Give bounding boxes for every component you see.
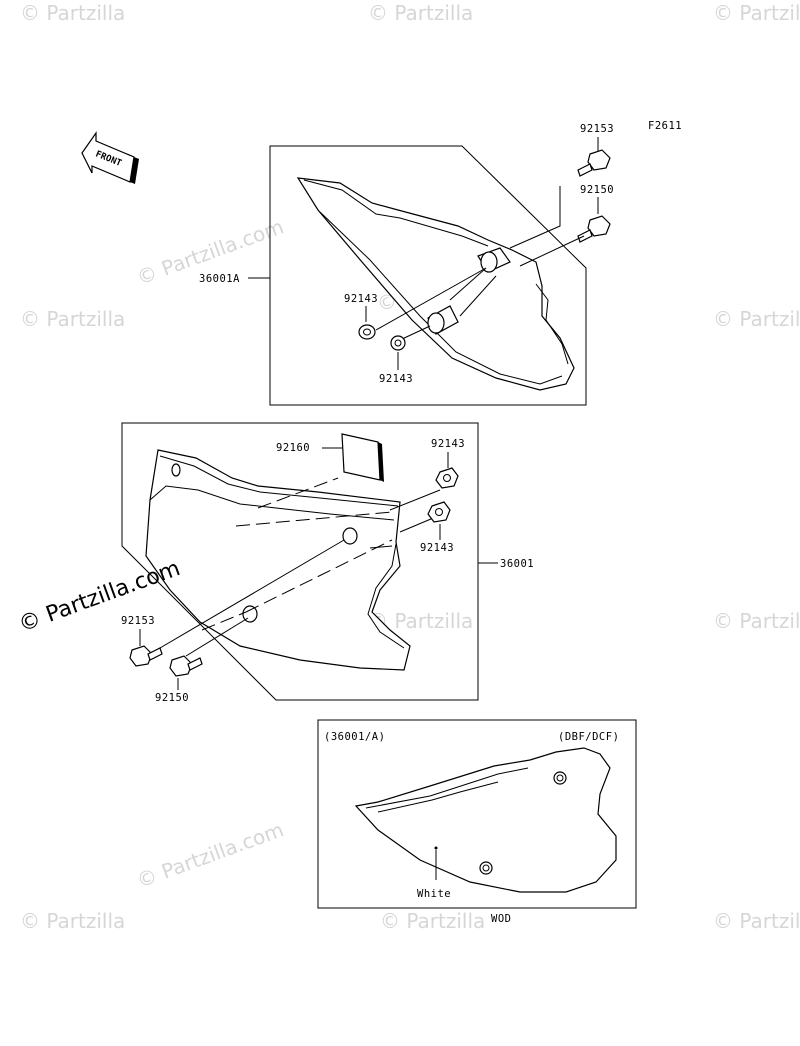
upper-assembly-frame: [269, 145, 587, 406]
upper-side-cover: [296, 177, 575, 391]
callout-lower-pad: 92160: [276, 442, 310, 454]
guide-line: [519, 235, 585, 267]
watermark: © Partzilla: [368, 1, 473, 25]
callout-lower-bolt-b: 92150: [155, 692, 189, 704]
bolt-icon: [129, 645, 163, 667]
pad-part: [341, 433, 384, 482]
grommet-icon: [435, 467, 459, 489]
guide-line: [509, 186, 561, 249]
bolt-icon: [577, 215, 611, 243]
guide-line: [245, 539, 393, 613]
watermark: © Partzilla: [380, 909, 485, 933]
lower-side-cover: [145, 449, 411, 671]
grommet-icon: [390, 335, 406, 351]
watermark: © Partzil: [713, 909, 800, 933]
inset-caption: WOD: [491, 913, 511, 925]
watermark: © Partzil: [713, 609, 800, 633]
lower-assembly-frame: [121, 422, 479, 701]
watermark: © Partzilla.com: [134, 817, 287, 892]
guide-line: [201, 611, 247, 631]
guide-line: [369, 545, 393, 549]
inset-right-label: (DBF/DCF): [558, 731, 619, 743]
watermark: © Partzil: [713, 307, 800, 331]
callout-upper-grommet-a: 92143: [344, 293, 378, 305]
bolt-icon: [169, 655, 203, 677]
inset-left-label: (36001/A): [324, 731, 385, 743]
inset-color-label: White: [417, 888, 451, 900]
white-side-cover: [354, 747, 617, 893]
grommet-icon: [358, 324, 376, 340]
watermark: © Partzilla.com: [16, 556, 184, 638]
callout-upper-bolt-b: 92150: [580, 184, 614, 196]
grommet-icon: [427, 501, 451, 523]
callout-upper-grommet-b: 92143: [379, 373, 413, 385]
callout-upper-bolt-a: 92153: [580, 123, 614, 135]
color-variant-inset: [317, 719, 637, 909]
guide-line: [375, 267, 487, 331]
watermark: © Partzil: [713, 1, 800, 25]
callout-lower-assembly: 36001: [500, 558, 534, 570]
callout-lower-grommet-a: 92143: [431, 438, 465, 450]
callout-lower-bolt-a: 92153: [121, 615, 155, 627]
guide-line: [235, 511, 393, 527]
bolt-icon: [577, 149, 611, 177]
figure-code: F2611: [648, 120, 682, 132]
guide-line: [185, 617, 249, 657]
guide-line: [257, 477, 339, 509]
front-arrow-icon: FRONT: [81, 131, 139, 184]
guide-line: [389, 489, 441, 511]
guide-line: [399, 325, 431, 341]
watermark: © Partzilla: [20, 909, 125, 933]
watermark: © Partzilla: [20, 1, 125, 25]
watermark: © Partzilla: [20, 307, 125, 331]
guide-line: [159, 539, 345, 649]
callout-lower-grommet-b: 92143: [420, 542, 454, 554]
callout-upper-assembly: 36001A: [199, 273, 240, 285]
